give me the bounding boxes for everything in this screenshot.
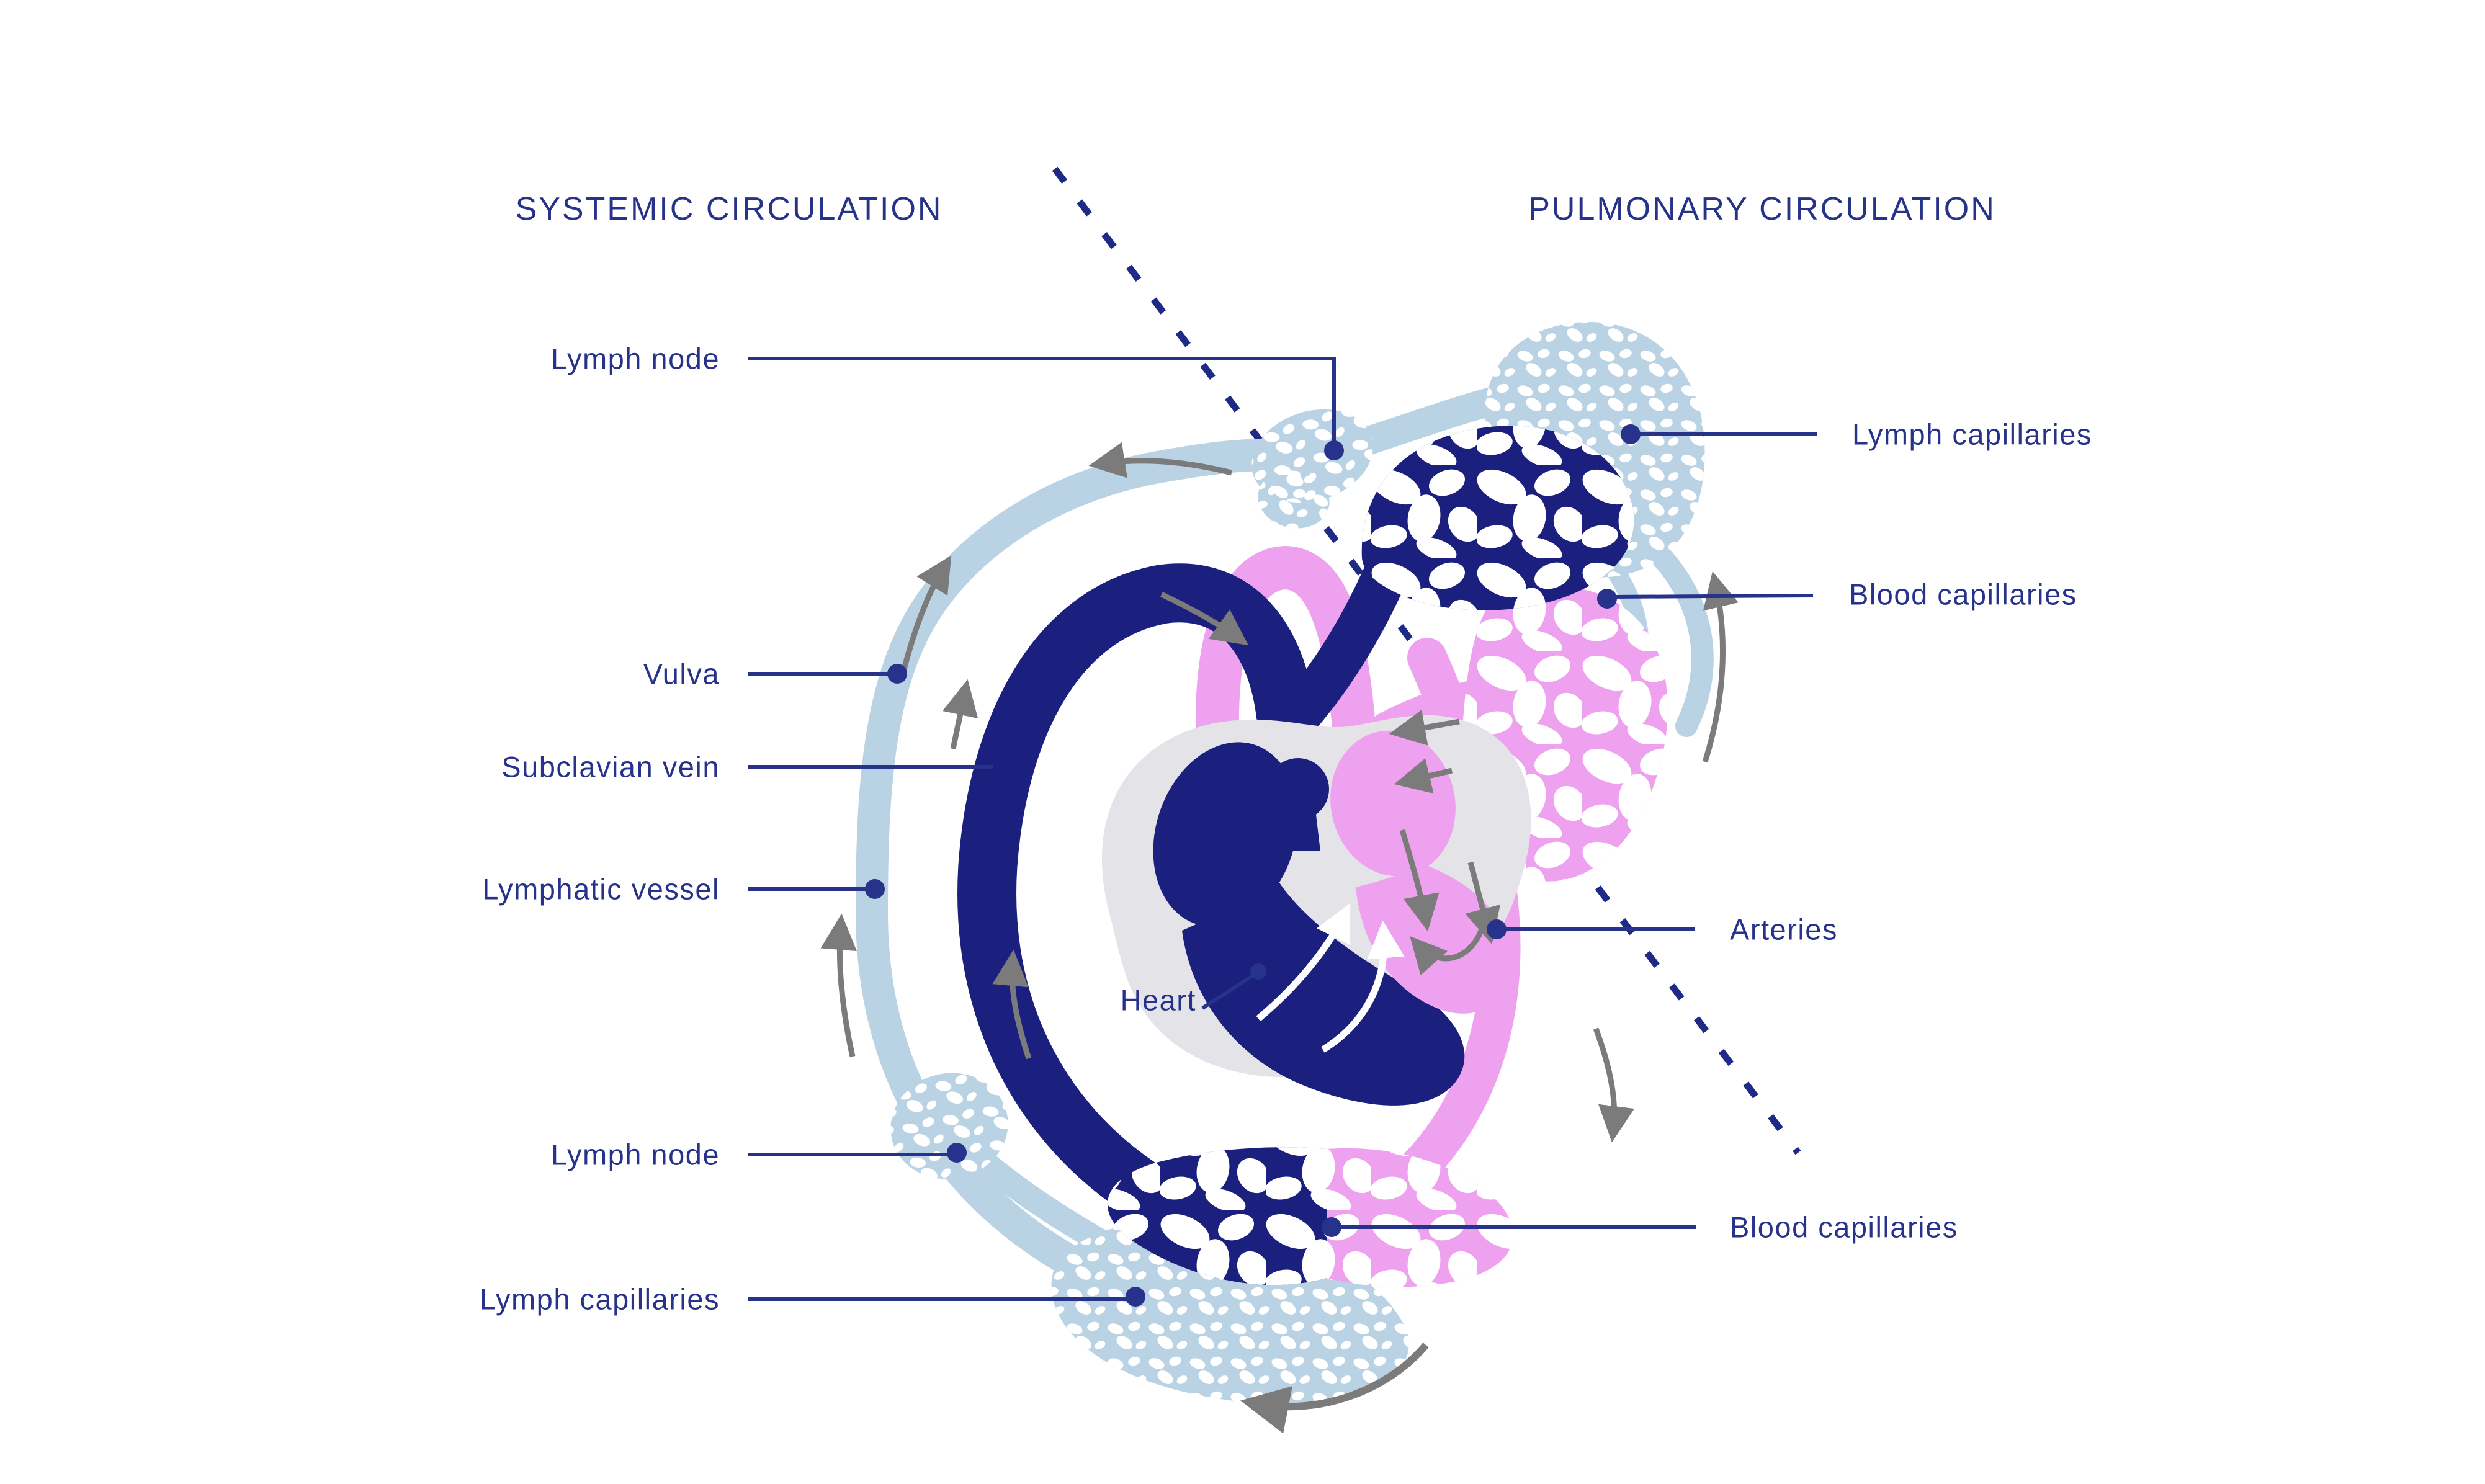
lymph-flow-arrow (1240, 1343, 1429, 1434)
label-subclavian-vein: Subclavian vein (501, 751, 720, 784)
leader-dot (1322, 1217, 1341, 1237)
leader-dot (1324, 440, 1344, 460)
flow-arrows (820, 442, 1739, 1434)
systemic-circulation-title: SYSTEMIC CIRCULATION (516, 191, 943, 227)
blood-flow-arrow (1321, 920, 1405, 1053)
pulmonary-flow-arrow (1394, 758, 1453, 794)
leader-dot (1487, 919, 1507, 939)
pulmonary-circulation-title: PULMONARY CIRCULATION (1528, 191, 1996, 227)
lymph-flow-arrow (1702, 571, 1739, 763)
leader-dot (947, 1143, 967, 1163)
blood-capillaries-lung-vein-web (1361, 426, 1634, 610)
vein-flow-arrow (942, 679, 978, 749)
label-lymph-capillaries-right: Lymph capillaries (1852, 418, 2092, 451)
leader-dot (1250, 963, 1266, 980)
leader-blood-capillaries-top (1610, 594, 1814, 599)
blood-flow-arrow (1256, 903, 1351, 1022)
vein-flow-arrow (992, 949, 1032, 1060)
label-heart: Heart (1121, 984, 1196, 1017)
venous-system (957, 426, 1634, 1285)
lymph-node-bottom (890, 1073, 1008, 1179)
lymph-flow-arrow (898, 555, 952, 682)
right-atrium (1153, 742, 1298, 927)
lymph-flow-arrow (1088, 442, 1233, 478)
pulmonary-flow-arrow (1389, 710, 1460, 746)
right-ventricle (1182, 881, 1465, 1106)
leader-lines (748, 357, 1817, 1307)
lymphatic-system (855, 322, 1714, 1405)
leader-dot (1597, 589, 1617, 609)
leader-dot (1126, 1287, 1145, 1307)
label-vulva: Vulva (643, 658, 720, 691)
leader-heart (1201, 973, 1255, 1010)
label-blood-capillaries-bottom: Blood capillaries (1730, 1211, 1958, 1244)
label-lymph-node-top: Lymph node (551, 342, 720, 375)
leader-dot (1621, 424, 1641, 444)
label-lymph-node-bottom: Lymph node (551, 1138, 720, 1171)
leader-dot (865, 879, 885, 899)
label-lymphatic-vessel: Lymphatic vessel (482, 873, 720, 906)
blood-flow-arrow (1399, 829, 1440, 932)
lymph-node-top (1251, 409, 1373, 529)
heart (1101, 715, 1531, 1106)
lymph-flow-arrow (820, 913, 857, 1057)
valve-neck (1277, 810, 1320, 851)
artery-flow-arrow (1465, 861, 1500, 944)
label-arteries: Arteries (1730, 913, 1838, 946)
leader-lymph-node-top (748, 357, 1336, 443)
blood-capillaries-body-artery-half (1327, 1148, 1513, 1287)
vein-flow-arrow (1160, 591, 1249, 646)
blood-capillaries-body-vein-half (1107, 1147, 1327, 1285)
vein-arch (957, 563, 1315, 1274)
label-blood-capillaries-top: Blood capillaries (1849, 578, 2077, 611)
label-lymph-capillaries-left: Lymph capillaries (480, 1283, 720, 1316)
artery-flow-arrow (1593, 1027, 1635, 1143)
leader-dot (887, 664, 907, 684)
aortic-root-knob (1267, 758, 1329, 820)
diagram-text: SYSTEMIC CIRCULATION PULMONARY CIRCULATI… (480, 191, 2092, 1316)
